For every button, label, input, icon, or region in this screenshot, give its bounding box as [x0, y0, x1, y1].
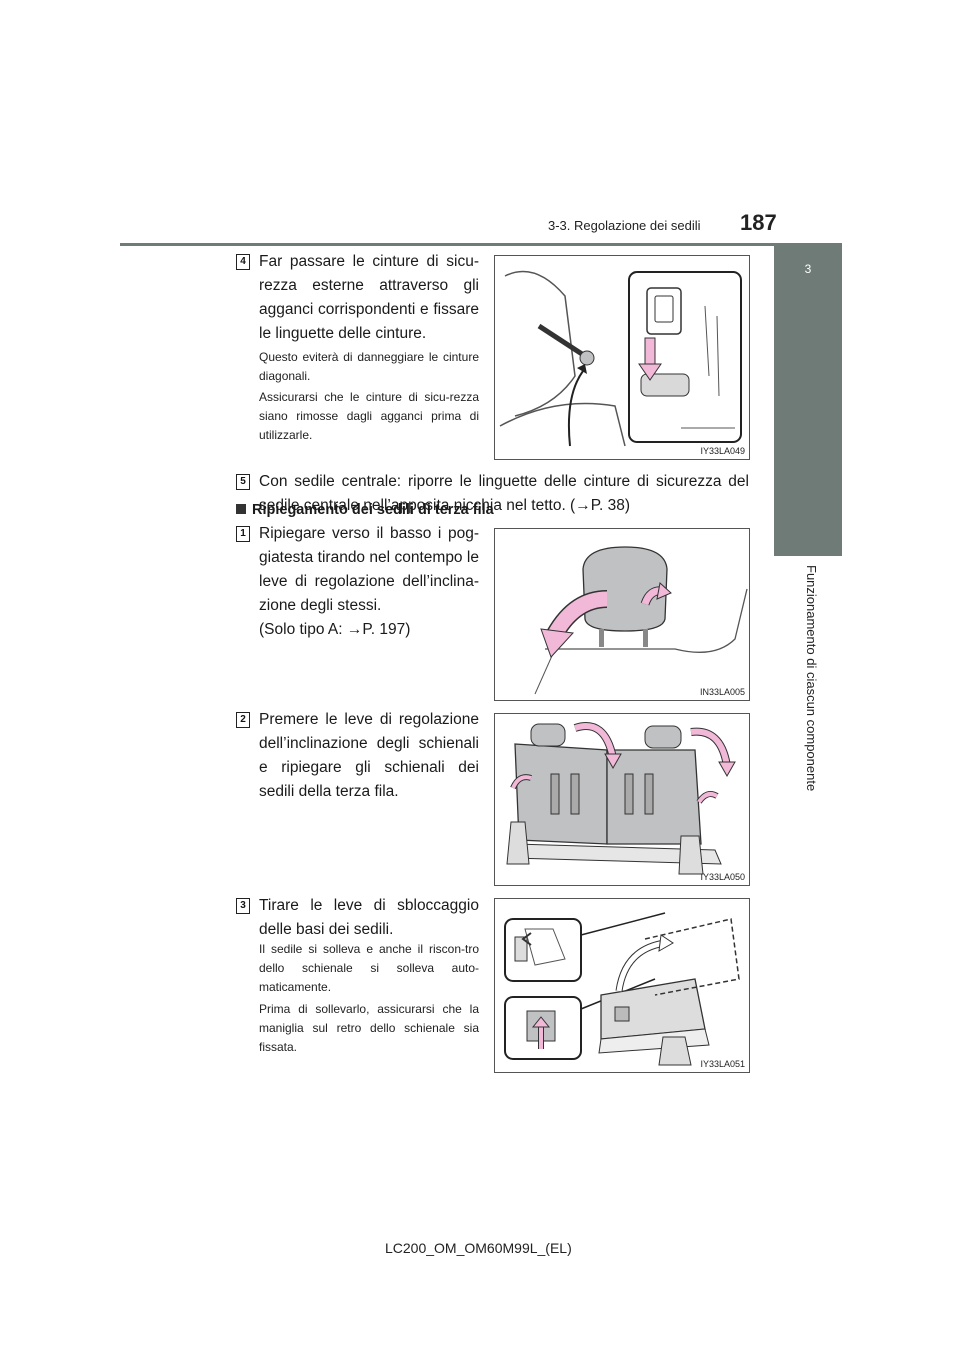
step-badge-4: 4 [236, 254, 250, 270]
fold-step3-text: Tirare le leve di sbloccaggio delle basi… [259, 897, 479, 938]
figure-headrest: IN33LA005 [494, 528, 750, 701]
subsection-title: Ripiegamento dei sedili di terza fila [252, 502, 494, 518]
chapter-tab [774, 246, 842, 556]
seat-release-illustration [504, 912, 740, 1066]
fold-step1-ref: (Solo tipo A: →P. 197) [259, 621, 411, 638]
section-title: 3-3. Regolazione dei sedili [548, 218, 701, 233]
belt-hook-illustration [499, 260, 745, 452]
figure-belt-hook: IY33LA049 [494, 255, 750, 460]
fold-step3-note1: Il sedile si solleva e anche il riscon-t… [259, 942, 479, 994]
step-badge-1: 1 [236, 526, 250, 542]
fold-step2-text: Premere le leve di regolazione dell’incl… [259, 711, 479, 800]
seatbacks-illustration [506, 722, 736, 875]
figure-seat-release: IY33LA051 [494, 898, 750, 1073]
step-badge-3: 3 [236, 898, 250, 914]
header-rule [120, 243, 842, 246]
chapter-label: Funzionamento di ciascun componente [804, 565, 819, 792]
figure-code: IY33LA050 [700, 872, 745, 882]
step5-text: Con sedile centrale: riporre le linguett… [259, 473, 749, 514]
document-code: LC200_OM_OM60M99L_(EL) [385, 1240, 572, 1256]
step-badge-5: 5 [236, 474, 250, 490]
headrest-illustration [534, 546, 748, 695]
page-number: 187 [740, 210, 777, 235]
figure-code: IN33LA005 [699, 687, 745, 697]
subsection-heading: Ripiegamento dei sedili di terza fila [236, 502, 494, 518]
step-badge-2: 2 [236, 712, 250, 728]
fold-step1-text: Ripiegare verso il basso i pog-giatesta … [259, 525, 479, 614]
step4-text: Far passare le cinture di sicu-rezza est… [259, 253, 479, 342]
figure-code: IY33LA049 [700, 446, 745, 456]
step4-note1: Questo eviterà di danneggiare le cinture… [259, 350, 479, 383]
heading-bullet [236, 504, 246, 514]
fold-step3-note2: Prima di sollevarlo, assicurarsi che la … [259, 1002, 479, 1054]
chapter-number: 3 [804, 262, 812, 276]
figure-seatbacks: IY33LA050 [494, 713, 750, 886]
step4-note2: Assicurarsi che le cinture di sicu-rezza… [259, 390, 479, 442]
figure-code: IY33LA051 [700, 1059, 745, 1069]
